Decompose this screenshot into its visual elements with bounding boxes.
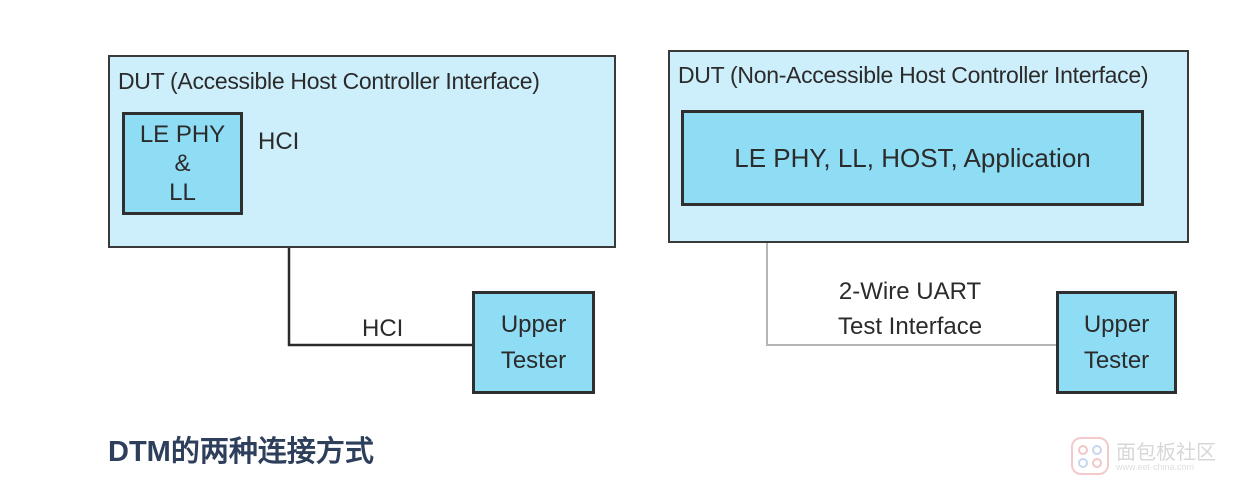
right-dut-title: DUT (Non-Accessible Host Controller Inte… — [678, 62, 1149, 88]
left-dut-title: DUT (Accessible Host Controller Interfac… — [118, 68, 540, 94]
figure-caption: DTM的两种连接方式 — [108, 436, 374, 468]
right-uart-connector — [766, 206, 1056, 346]
uart-interface-label: 2-Wire UART Test Interface — [838, 275, 982, 345]
le-phy-ll-line-2: & — [174, 149, 191, 177]
watermark-logo-icon — [1071, 437, 1109, 475]
le-phy-ll-host-app-block: LE PHY, LL, HOST, Application — [681, 110, 1144, 206]
hci-label-bottom: HCI — [362, 315, 404, 342]
right-tester-line-1: Upper — [1083, 310, 1150, 338]
le-phy-ll-line-3: LL — [169, 179, 196, 207]
left-tester-line-1: Upper — [500, 310, 567, 338]
le-phy-ll-block: LE PHY & LL — [122, 112, 243, 215]
watermark-url: www.eet-china.com — [1116, 462, 1195, 472]
left-upper-tester-block: Upper Tester — [472, 291, 595, 394]
uart-interface-line-2: Test Interface — [838, 312, 983, 340]
right-upper-tester-block: Upper Tester — [1056, 291, 1177, 394]
left-tester-line-2: Tester — [500, 346, 567, 374]
hci-label-top: HCI — [258, 128, 300, 155]
right-tester-line-2: Tester — [1083, 346, 1150, 374]
watermark: 面包板社区 www.eet-china.com — [1068, 432, 1244, 480]
le-phy-ll-line-1: LE PHY — [139, 120, 226, 148]
le-phy-ll-host-app-label: LE PHY, LL, HOST, Application — [734, 142, 1091, 173]
uart-interface-line-1: 2-Wire UART — [838, 278, 982, 305]
watermark-text: 面包板社区 — [1116, 442, 1216, 464]
